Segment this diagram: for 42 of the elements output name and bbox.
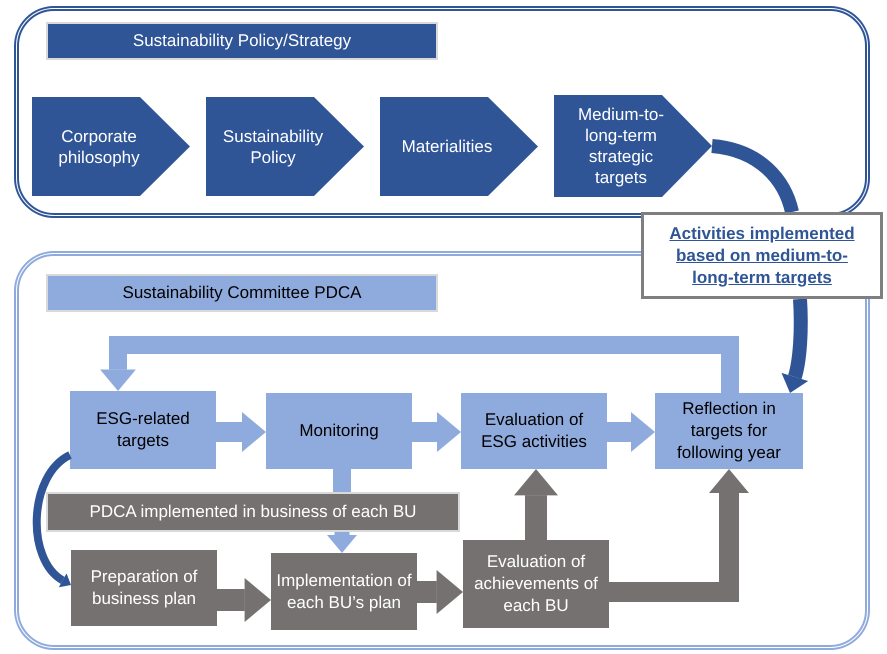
- arrow: [609, 469, 749, 602]
- chevron-step: [554, 95, 712, 197]
- node-text: Implementation of each BU’s plan: [275, 570, 413, 614]
- arrow: [217, 578, 271, 622]
- arrow: [607, 412, 655, 452]
- node-text: Monitoring: [298, 420, 380, 442]
- arrow: [514, 469, 558, 540]
- node-text: PDCA implemented in business of each BU: [88, 501, 418, 524]
- arrow: [417, 570, 463, 614]
- node-text: Materialities: [400, 136, 494, 157]
- process-box: [266, 393, 412, 469]
- process-box: [271, 553, 417, 630]
- heading-bar: [46, 274, 438, 312]
- node-text: Evaluation of achievements of each BU: [473, 551, 599, 617]
- node-text: ESG-related targets: [95, 408, 191, 452]
- arrow: [32, 452, 72, 587]
- group-frame: [14, 6, 870, 218]
- arrow: [327, 532, 357, 553]
- chevron-step: [380, 97, 538, 196]
- heading-bar: [46, 492, 460, 532]
- node-text: Reflection in targets for following year: [676, 398, 782, 464]
- chevron-step: [206, 97, 364, 196]
- heading-bar: [46, 22, 438, 60]
- node-text: Sustainability Committee PDCA: [121, 282, 363, 304]
- process-box: [655, 393, 803, 469]
- arrow: [100, 336, 739, 393]
- process-box: [71, 550, 217, 626]
- callout-box: [641, 212, 883, 299]
- node-text: Sustainability Policy: [222, 126, 324, 168]
- chevron-step: [32, 97, 190, 196]
- process-box: [463, 540, 609, 628]
- node-text: Sustainability Policy/Strategy: [132, 30, 352, 52]
- node-text: Corporate philosophy: [57, 126, 141, 168]
- arrow: [781, 298, 808, 394]
- arrow: [216, 412, 266, 452]
- node-text: Preparation of business plan: [90, 566, 198, 610]
- node-text: Activities implemented based on medium-to-long-term targets: [668, 222, 856, 288]
- node-text: Medium-to-long-term strategic targets: [577, 104, 665, 188]
- process-box: [70, 391, 216, 469]
- node-text: Evaluation of ESG activities: [480, 409, 588, 453]
- process-box: [461, 393, 607, 469]
- arrow: [412, 412, 461, 452]
